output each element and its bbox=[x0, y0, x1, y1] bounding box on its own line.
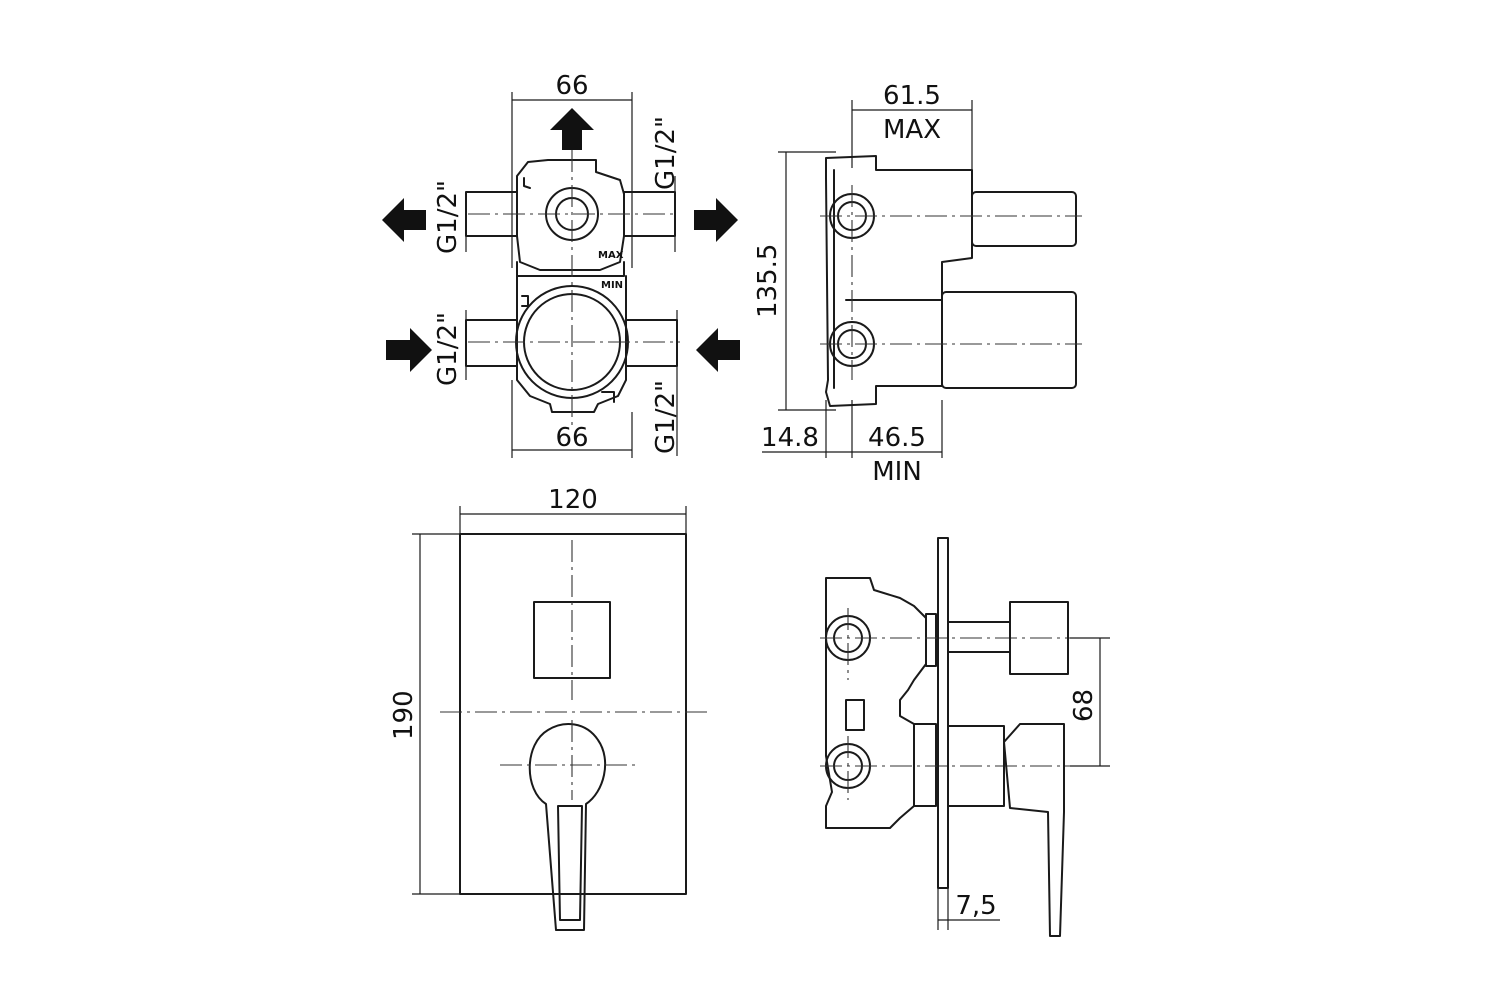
lower-body-outline bbox=[516, 275, 627, 413]
side-upper-cartridge bbox=[971, 191, 1077, 247]
arrow-in-right-lower-icon bbox=[696, 328, 740, 372]
dim-plate-width: 120 bbox=[548, 485, 598, 515]
arrow-up-icon bbox=[550, 108, 594, 150]
dim-plate-thickness: 7,5 bbox=[955, 891, 996, 921]
dim-bottom-width: 66 bbox=[555, 423, 588, 453]
thread-label-left-top: G1/2" bbox=[433, 180, 463, 254]
dim-depth-max: 61.5 bbox=[883, 81, 941, 111]
assembly-lever bbox=[1003, 723, 1065, 937]
dim-height-body: 135.5 bbox=[753, 244, 783, 318]
plate-front-view: 120 190 bbox=[389, 485, 708, 931]
dim-depth-min: 46.5 bbox=[868, 423, 926, 453]
dim-top-width: 66 bbox=[555, 71, 588, 101]
assembly-knob bbox=[1009, 601, 1069, 675]
mixer-lever bbox=[528, 723, 607, 931]
side-lower-cartridge bbox=[941, 291, 1077, 389]
assembly-side-view: 68 7,5 bbox=[820, 537, 1110, 937]
max-mark: MAX bbox=[598, 250, 624, 261]
cover-plate bbox=[459, 533, 687, 895]
label-max: MAX bbox=[883, 115, 941, 145]
arrow-right-upper-icon bbox=[694, 198, 738, 242]
side-body-outline bbox=[825, 155, 973, 407]
dim-offset-min: 14.8 bbox=[761, 423, 819, 453]
min-mark: MIN bbox=[601, 280, 623, 291]
body-side-view: 61.5 MAX 135.5 14.8 46.5 MIN bbox=[753, 81, 1082, 487]
upper-body-outline bbox=[516, 159, 625, 271]
thread-label-left-bottom: G1/2" bbox=[433, 312, 463, 386]
thread-label-bottom-right: G1/2" bbox=[651, 380, 681, 454]
body-front-view: 66 MAX MIN 66 bbox=[382, 71, 740, 458]
thread-label-top-right: G1/2" bbox=[651, 116, 681, 190]
arrow-in-left-lower-icon bbox=[386, 328, 432, 372]
label-min: MIN bbox=[872, 457, 922, 487]
assembly-plate bbox=[937, 537, 949, 889]
arrow-left-upper-icon bbox=[382, 198, 426, 242]
assembly-body-outline bbox=[825, 577, 927, 829]
dim-plate-height: 190 bbox=[389, 690, 419, 740]
dim-outlet-spacing: 68 bbox=[1069, 689, 1099, 722]
